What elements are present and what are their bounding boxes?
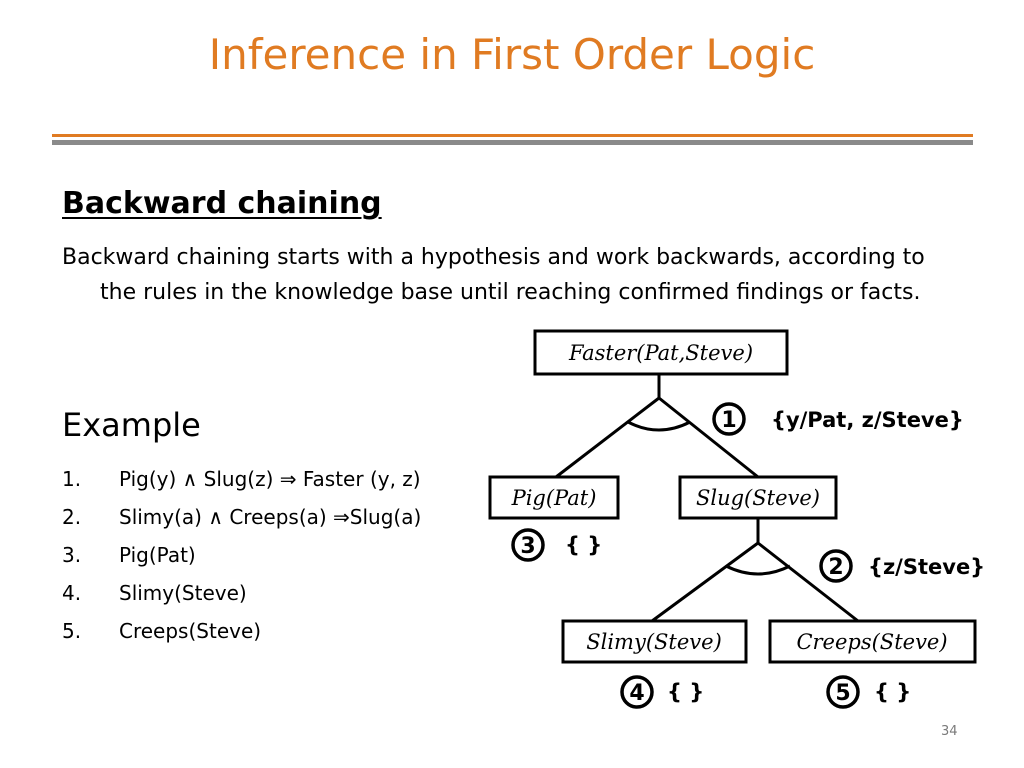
node-root: Faster(Pat,Steve) [533,329,789,376]
edge-root-slug [658,396,759,479]
node-slug: Slug(Steve) [678,475,838,520]
step-number: 2 [828,555,843,580]
step-marker-4: 4 [620,675,654,709]
rule-text: Slimy(a) ∧ Creeps(a) ⇒Slug(a) [119,505,422,529]
node-box [678,475,838,520]
rule-number: 2. [62,505,82,529]
rule-number: 3. [62,543,82,567]
rule-text: Pig(Pat) [119,543,196,567]
node-box [488,475,620,520]
definition-paragraph: Backward chaining starts with a hypothes… [62,245,925,305]
and-arc-2 [725,564,791,576]
step-circle [819,549,853,583]
edge-slug-creeps [757,541,859,623]
step-number: 4 [629,681,644,706]
rule-number: 5. [62,619,82,643]
rule-text: Slimy(Steve) [119,581,247,605]
rules-list: 1. Pig(y) ∧ Slug(z) ⇒ Faster (y, z) 2. Sli… [62,460,421,650]
title-divider-gray [52,140,973,145]
rule-item: 4. Slimy(Steve) [62,574,421,612]
step-marker-3: 3 [511,528,545,562]
rule-number: 4. [62,581,82,605]
rule-number: 1. [62,467,82,491]
step-circle [511,528,545,562]
step-circle [620,675,654,709]
rule-text: Pig(y) ∧ Slug(z) ⇒ Faster (y, z) [119,467,421,491]
step-marker-2: 2 [819,549,853,583]
node-slimy: Slimy(Steve) [561,619,748,664]
and-arc-1 [627,420,691,432]
step-number: 5 [835,681,850,706]
node-label-creeps: Creeps(Steve) [796,630,947,654]
rule-text: Creeps(Steve) [119,619,262,643]
slide-title: Inference in First Order Logic [208,30,816,79]
rule-item: 3. Pig(Pat) [62,536,421,574]
step-marker-1: 1 [712,402,746,436]
title-divider-orange [52,134,973,137]
step-circle [712,402,746,436]
edge-root-pig [555,396,660,479]
node-pig: Pig(Pat) [488,475,620,520]
tree-edges [555,374,859,623]
step-number: 1 [721,408,736,433]
node-label-pig: Pig(Pat) [511,486,597,510]
section-heading-backward-chaining: Backward chaining [62,186,382,221]
substitution-4: { } [667,680,704,704]
rule-item: 1. Pig(y) ∧ Slug(z) ⇒ Faster (y, z) [62,460,421,498]
node-label-slimy: Slimy(Steve) [586,630,722,654]
node-box [561,619,748,664]
substitution-1: {y/Pat, z/Steve} [771,408,964,432]
substitution-3: { } [565,533,602,557]
step-circle [826,675,860,709]
substitution-5: { } [874,680,911,704]
rule-item: 2. Slimy(a) ∧ Creeps(a) ⇒Slug(a) [62,498,421,536]
node-creeps: Creeps(Steve) [768,619,977,664]
section-heading-example: Example [62,406,201,444]
node-label-slug: Slug(Steve) [696,486,820,510]
substitution-2: {z/Steve} [868,555,985,579]
page-number: 34 [941,724,958,739]
node-box [533,329,789,376]
node-label-root: Faster(Pat,Steve) [568,341,753,365]
step-marker-5: 5 [826,675,860,709]
edge-slug-slimy [651,541,759,623]
node-box [768,619,977,664]
step-number: 3 [520,534,535,559]
rule-item: 5. Creeps(Steve) [62,612,421,650]
